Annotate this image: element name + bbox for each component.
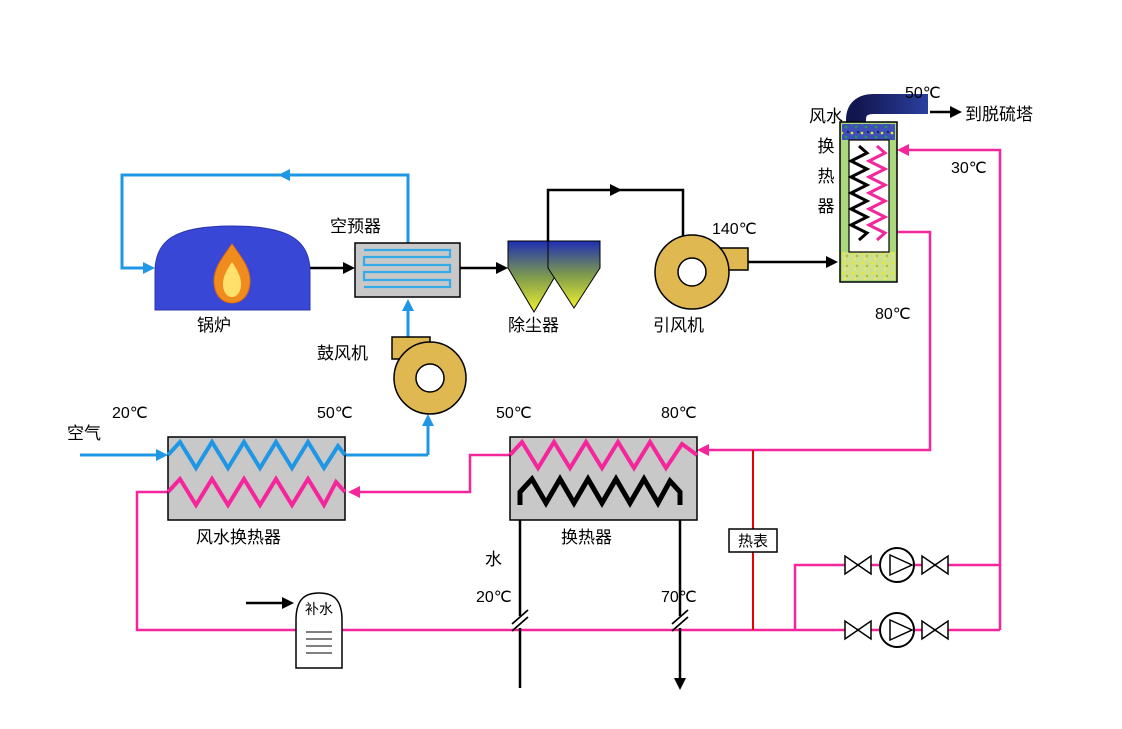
temp-air-out: 50℃ [317,405,353,422]
heat-exchanger-shape [508,436,699,521]
temp-hx-hot-in: 80℃ [661,405,697,422]
water-coil [166,475,347,510]
temp-air-in: 20℃ [112,405,148,422]
label-makeup-water: 补水 [305,601,333,617]
cold-coil [517,474,683,509]
temp-water-out: 70℃ [661,589,697,606]
blower-fan-icon [391,336,467,415]
stack-bend [846,94,928,132]
valve-icon [844,619,860,641]
label-water: 水 [485,550,502,569]
air-coil [166,438,347,472]
label-boiler: 锅炉 [197,316,231,335]
air-arrows [143,169,434,461]
temp-fan-outlet: 140℃ [712,221,757,238]
label-heat-meter: 热表 [738,533,769,550]
valve-icon [921,619,937,641]
air-preheater-coil [362,248,452,289]
label-air-preheater: 空预器 [330,217,381,236]
induced-fan-icon [654,234,749,310]
label-air-water-exchanger: 风水换热器 [196,528,281,547]
flue-arrows [282,106,962,609]
label-heat-exchanger: 换热器 [561,528,612,547]
temp-hx-hot-out: 50℃ [496,405,532,422]
label-air: 空气 [67,424,101,443]
pink-coil [865,144,889,242]
makeup-water-tank [295,592,343,669]
label-flue-water-exchanger: 风水 换 热 器 [809,107,843,216]
hot-water-pipes [135,148,1002,632]
label-induced-fan: 引风机 [653,316,704,335]
temp-stack-out: 50℃ [905,85,941,102]
hot-water-arrows [348,144,909,498]
valve-icon [933,619,949,641]
temp-water-in: 20℃ [476,589,512,606]
hot-coil [508,438,699,472]
temp-water-return: 30℃ [951,160,987,177]
label-dust-collector: 除尘器 [508,316,559,335]
air-preheater-shape [354,242,461,298]
valve-icon [856,554,872,576]
valve-icon [933,554,949,576]
dust-collector-shape [507,240,601,313]
temp-water-supply: 80℃ [875,306,911,323]
label-blower: 鼓风机 [317,344,368,363]
pump-assembly-2 [844,612,949,648]
heat-meter-box [728,528,778,553]
water-pipes [511,505,689,688]
black-coil [847,144,871,242]
flue-water-exchanger-shape [839,94,928,283]
pump-assembly-1 [844,547,949,583]
air-water-exchanger-shape [166,436,347,521]
label-to-desulfurizer: 到脱硫塔 [965,105,1033,124]
valve-icon [844,554,860,576]
valve-icon [921,554,937,576]
air-pipes [80,173,430,457]
valve-icon [856,619,872,641]
boiler-shape [154,225,311,311]
